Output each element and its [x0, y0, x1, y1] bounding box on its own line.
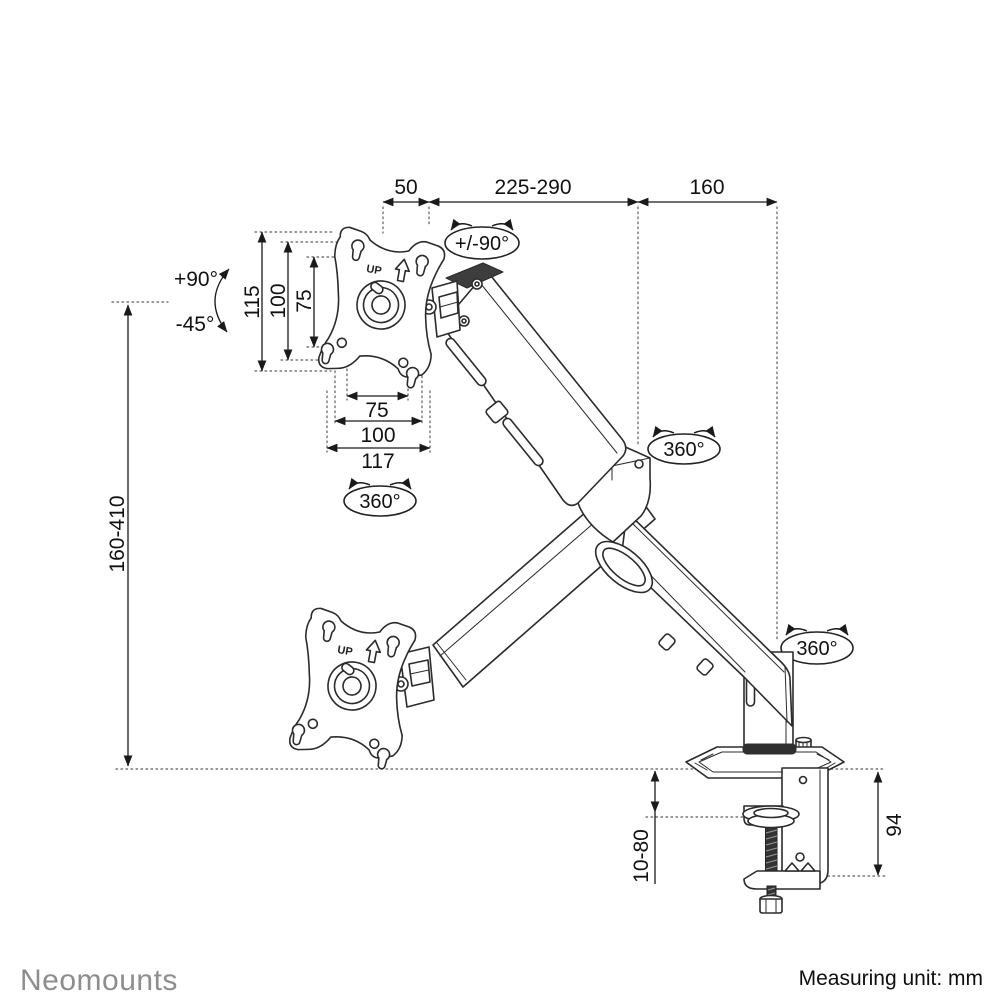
dimension-lines [123, 197, 883, 884]
tilt-down-label: -45° [176, 313, 215, 336]
tilt-up-label: +90° [174, 268, 218, 291]
head-rotation-ellipse [343, 485, 417, 517]
up-label-top: UP [365, 263, 382, 277]
dimension-labels: 50 225-290 160 115 100 75 75 100 117 160… [106, 176, 906, 883]
desk-clamp [742, 767, 829, 914]
clamp-lower-arm [743, 870, 821, 890]
elbow-rotation-ellipse [647, 433, 721, 465]
arm-drawing: UP [284, 224, 845, 914]
dim-plate-width: 117 [361, 450, 394, 473]
dim-rear-arm: 160 [689, 176, 724, 199]
dim-clamp-range: 10-80 [630, 829, 653, 883]
tilt-arc [214, 268, 230, 333]
dim-vesa-h100: 100 [360, 424, 395, 447]
base-rotation-ellipse [780, 631, 854, 665]
vesa-plate-top: UP [313, 224, 452, 392]
dim-vesa-115: 115 [241, 285, 264, 318]
dim-arm-extension: 225-290 [494, 176, 571, 199]
rotation-annotations [214, 218, 854, 665]
dim-vesa-v100: 100 [267, 283, 290, 318]
dim-vesa-h75: 75 [365, 399, 388, 422]
up-label-bottom: UP [336, 644, 353, 658]
brand-logo: Neomounts [20, 964, 178, 997]
vesa-plate-bottom: UP [284, 605, 423, 773]
dim-head-offset: 50 [394, 176, 417, 199]
dim-clamp-height: 94 [883, 813, 906, 837]
pole-base-ring [742, 743, 797, 755]
forearm-link [620, 511, 793, 727]
tilt-bracket [421, 280, 461, 338]
base-rotation-label: 360° [796, 638, 837, 660]
elbow-tube [594, 540, 654, 594]
measuring-unit-label: Measuring unit: mm [799, 967, 983, 990]
gas-spring-arm [443, 262, 627, 507]
dim-height-range: 160-410 [106, 495, 129, 572]
head-swivel-ellipse [444, 226, 520, 260]
dim-vesa-v75: 75 [293, 289, 316, 312]
elbow-rotation-label: 360° [663, 439, 704, 461]
head-swivel-label: +/-90° [455, 233, 509, 255]
head-rotation-label: 360° [359, 491, 400, 513]
